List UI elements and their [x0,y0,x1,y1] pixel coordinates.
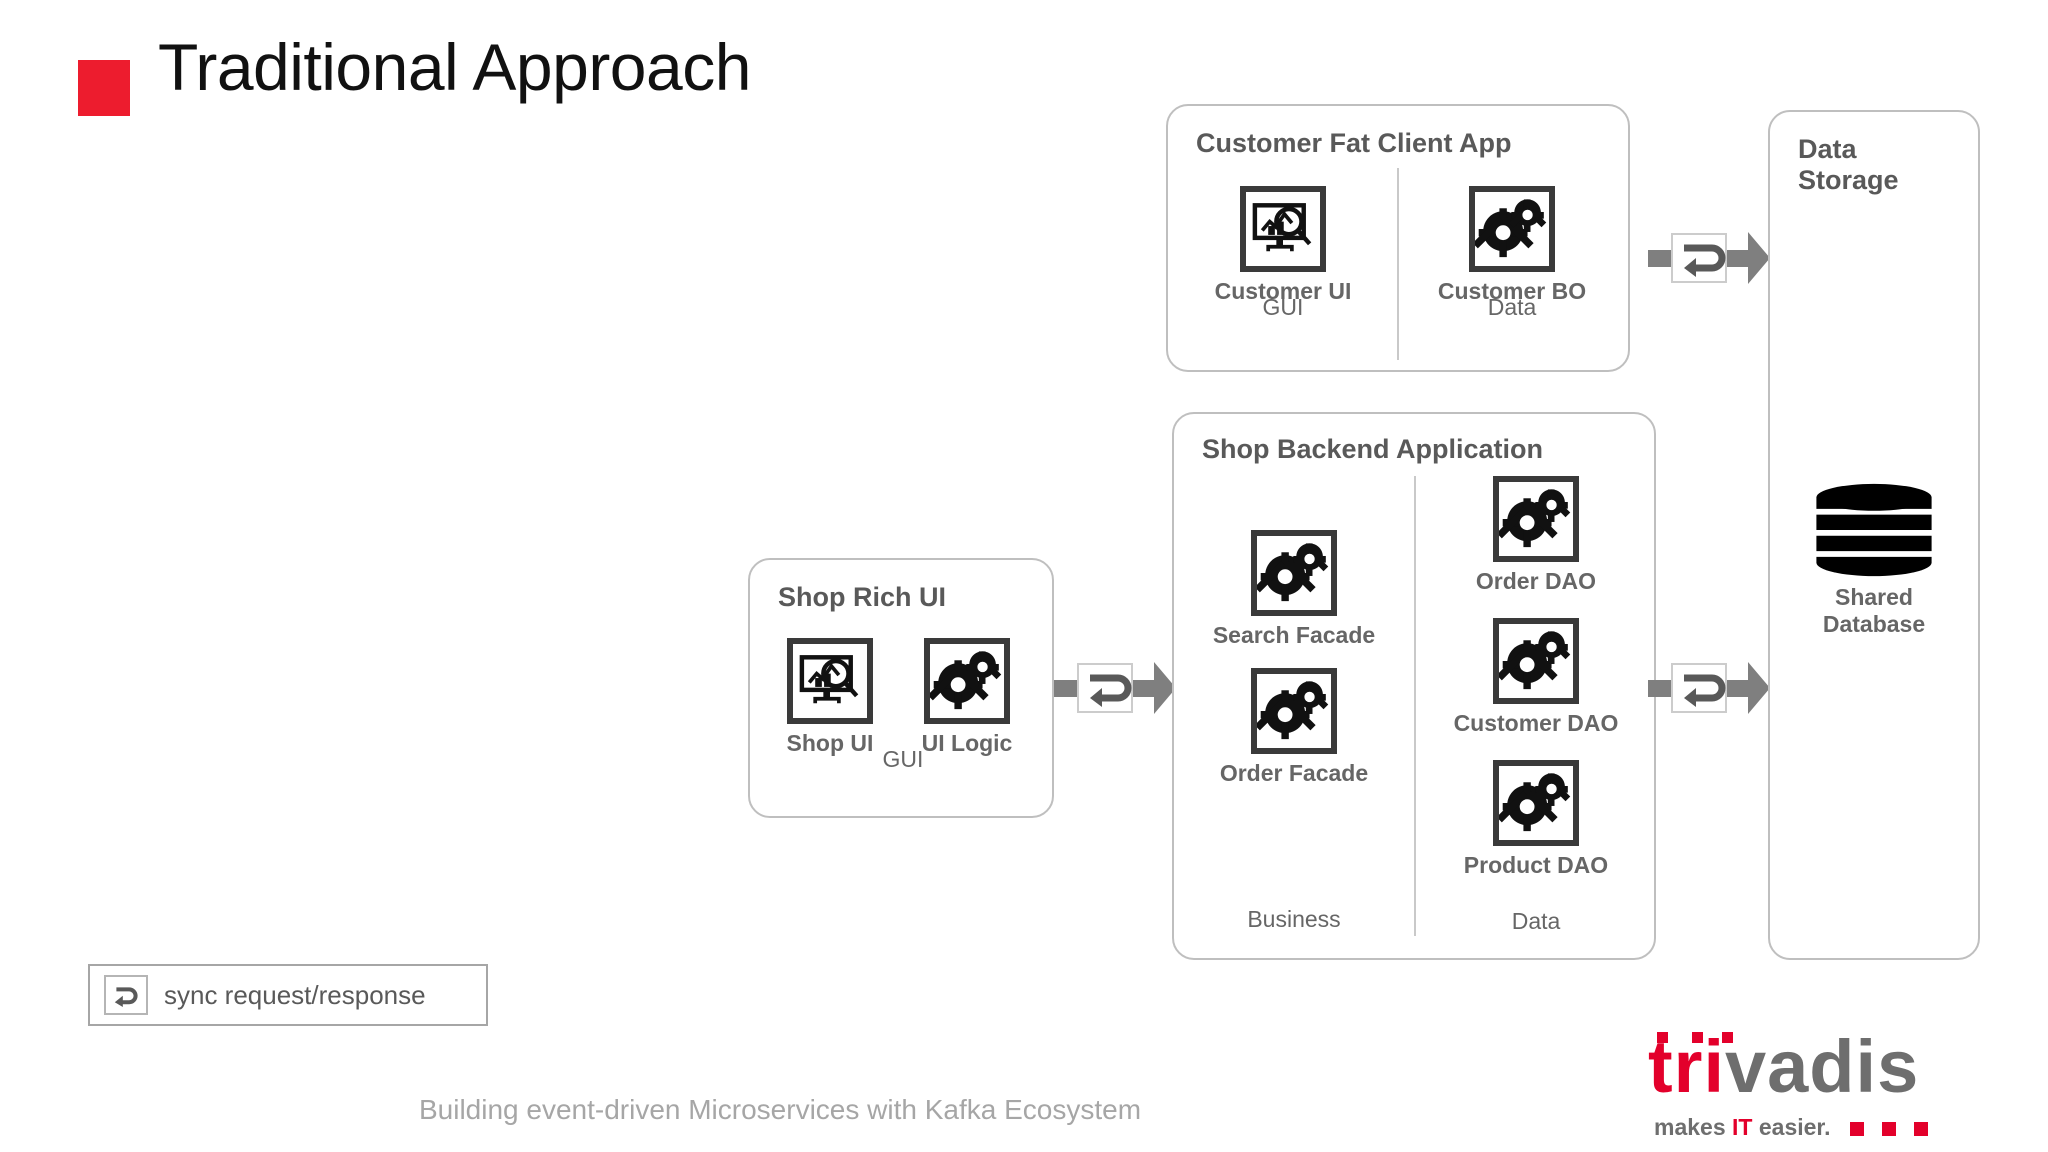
component-customer-bo[interactable]: Customer BO [1416,186,1608,305]
customer-fat-client-app-box[interactable]: Customer Fat Client App Customer UI GUI [1166,104,1630,372]
component-label: Customer DAO [1453,710,1619,736]
legend-sync-request-response[interactable]: sync request/response [88,964,488,1026]
component-order-facade[interactable]: Order Facade [1196,668,1392,787]
logo-dot-3 [1722,1032,1733,1043]
component-product-dao[interactable]: Product DAO [1436,760,1636,879]
data-storage-title: Data Storage [1798,134,1899,196]
logo-square-1 [1850,1122,1864,1136]
component-label: Product DAO [1463,852,1609,878]
shop-backend-application-title: Shop Backend Application [1202,434,1544,464]
connector-shop-rich-ui-to-backend[interactable] [1054,660,1176,716]
component-label: Order Facade [1219,760,1369,786]
database-cylinder-icon [1811,482,1937,578]
customer-fat-client-app-title: Customer Fat Client App [1196,128,1512,158]
component-label: Customer UI [1214,278,1352,304]
sync-request-response-icon [104,975,148,1015]
shop-rich-ui-box[interactable]: Shop Rich UI Shop UI [748,558,1054,818]
page-title: Traditional Approach [158,30,751,104]
logo-tagline-after: easier. [1752,1114,1831,1140]
component-label: Shared Database [1822,584,1926,638]
gears-icon [924,638,1010,724]
gears-icon [1493,760,1579,846]
footer-text: Building event-driven Microservices with… [418,1094,1142,1125]
title-bullet-square [78,60,130,116]
layer-label-gui: GUI [1262,294,1304,320]
component-search-facade[interactable]: Search Facade [1196,530,1392,649]
monitor-search-icon [1240,186,1326,272]
gears-icon [1493,476,1579,562]
component-ui-logic[interactable]: UI Logic [902,638,1032,757]
gears-icon [1493,618,1579,704]
shop-backend-application-box[interactable]: Shop Backend Application [1172,412,1656,960]
logo-tagline: makes IT easier. [1654,1114,1831,1141]
trivadis-logo: trivadis makes IT easier. [1648,1030,1978,1142]
logo-wordmark: trivadis [1648,1030,1919,1104]
layer-label-data: Data [1487,294,1537,320]
component-shared-database[interactable]: Shared Database [1770,482,1978,638]
legend-label: sync request/response [164,979,426,1010]
gears-icon [1251,530,1337,616]
logo-name-grey: vadis [1725,1025,1920,1108]
logo-tagline-highlight: IT [1732,1114,1753,1140]
layer-label-gui: GUI [882,746,924,772]
component-label: Search Facade [1212,622,1376,648]
logo-dot-1 [1657,1032,1668,1043]
logo-square-3 [1914,1122,1928,1136]
logo-dot-2 [1692,1032,1703,1043]
logo-tagline-before: makes [1654,1114,1733,1140]
component-label: Order DAO [1475,568,1597,594]
component-label: Shop UI [786,730,874,756]
shop-rich-ui-title: Shop Rich UI [778,582,946,612]
connector-backend-data-to-storage[interactable] [1648,660,1770,716]
gears-icon [1469,186,1555,272]
gears-icon [1251,668,1337,754]
data-storage-box[interactable]: Data Storage Shared Database [1768,110,1980,960]
shop-backend-column-divider [1414,476,1416,936]
component-label: UI Logic [921,730,1013,756]
layer-label-business: Business [1247,906,1341,932]
component-label: Customer BO [1437,278,1587,304]
connector-customer-bo-to-storage[interactable] [1648,230,1770,286]
monitor-search-icon [787,638,873,724]
component-shop-ui[interactable]: Shop UI [768,638,892,757]
layer-label-data: Data [1511,908,1561,934]
component-customer-ui[interactable]: Customer UI [1190,186,1376,305]
customer-fat-client-column-divider [1397,168,1399,360]
component-order-dao[interactable]: Order DAO [1436,476,1636,595]
component-customer-dao[interactable]: Customer DAO [1436,618,1636,737]
logo-square-2 [1882,1122,1896,1136]
